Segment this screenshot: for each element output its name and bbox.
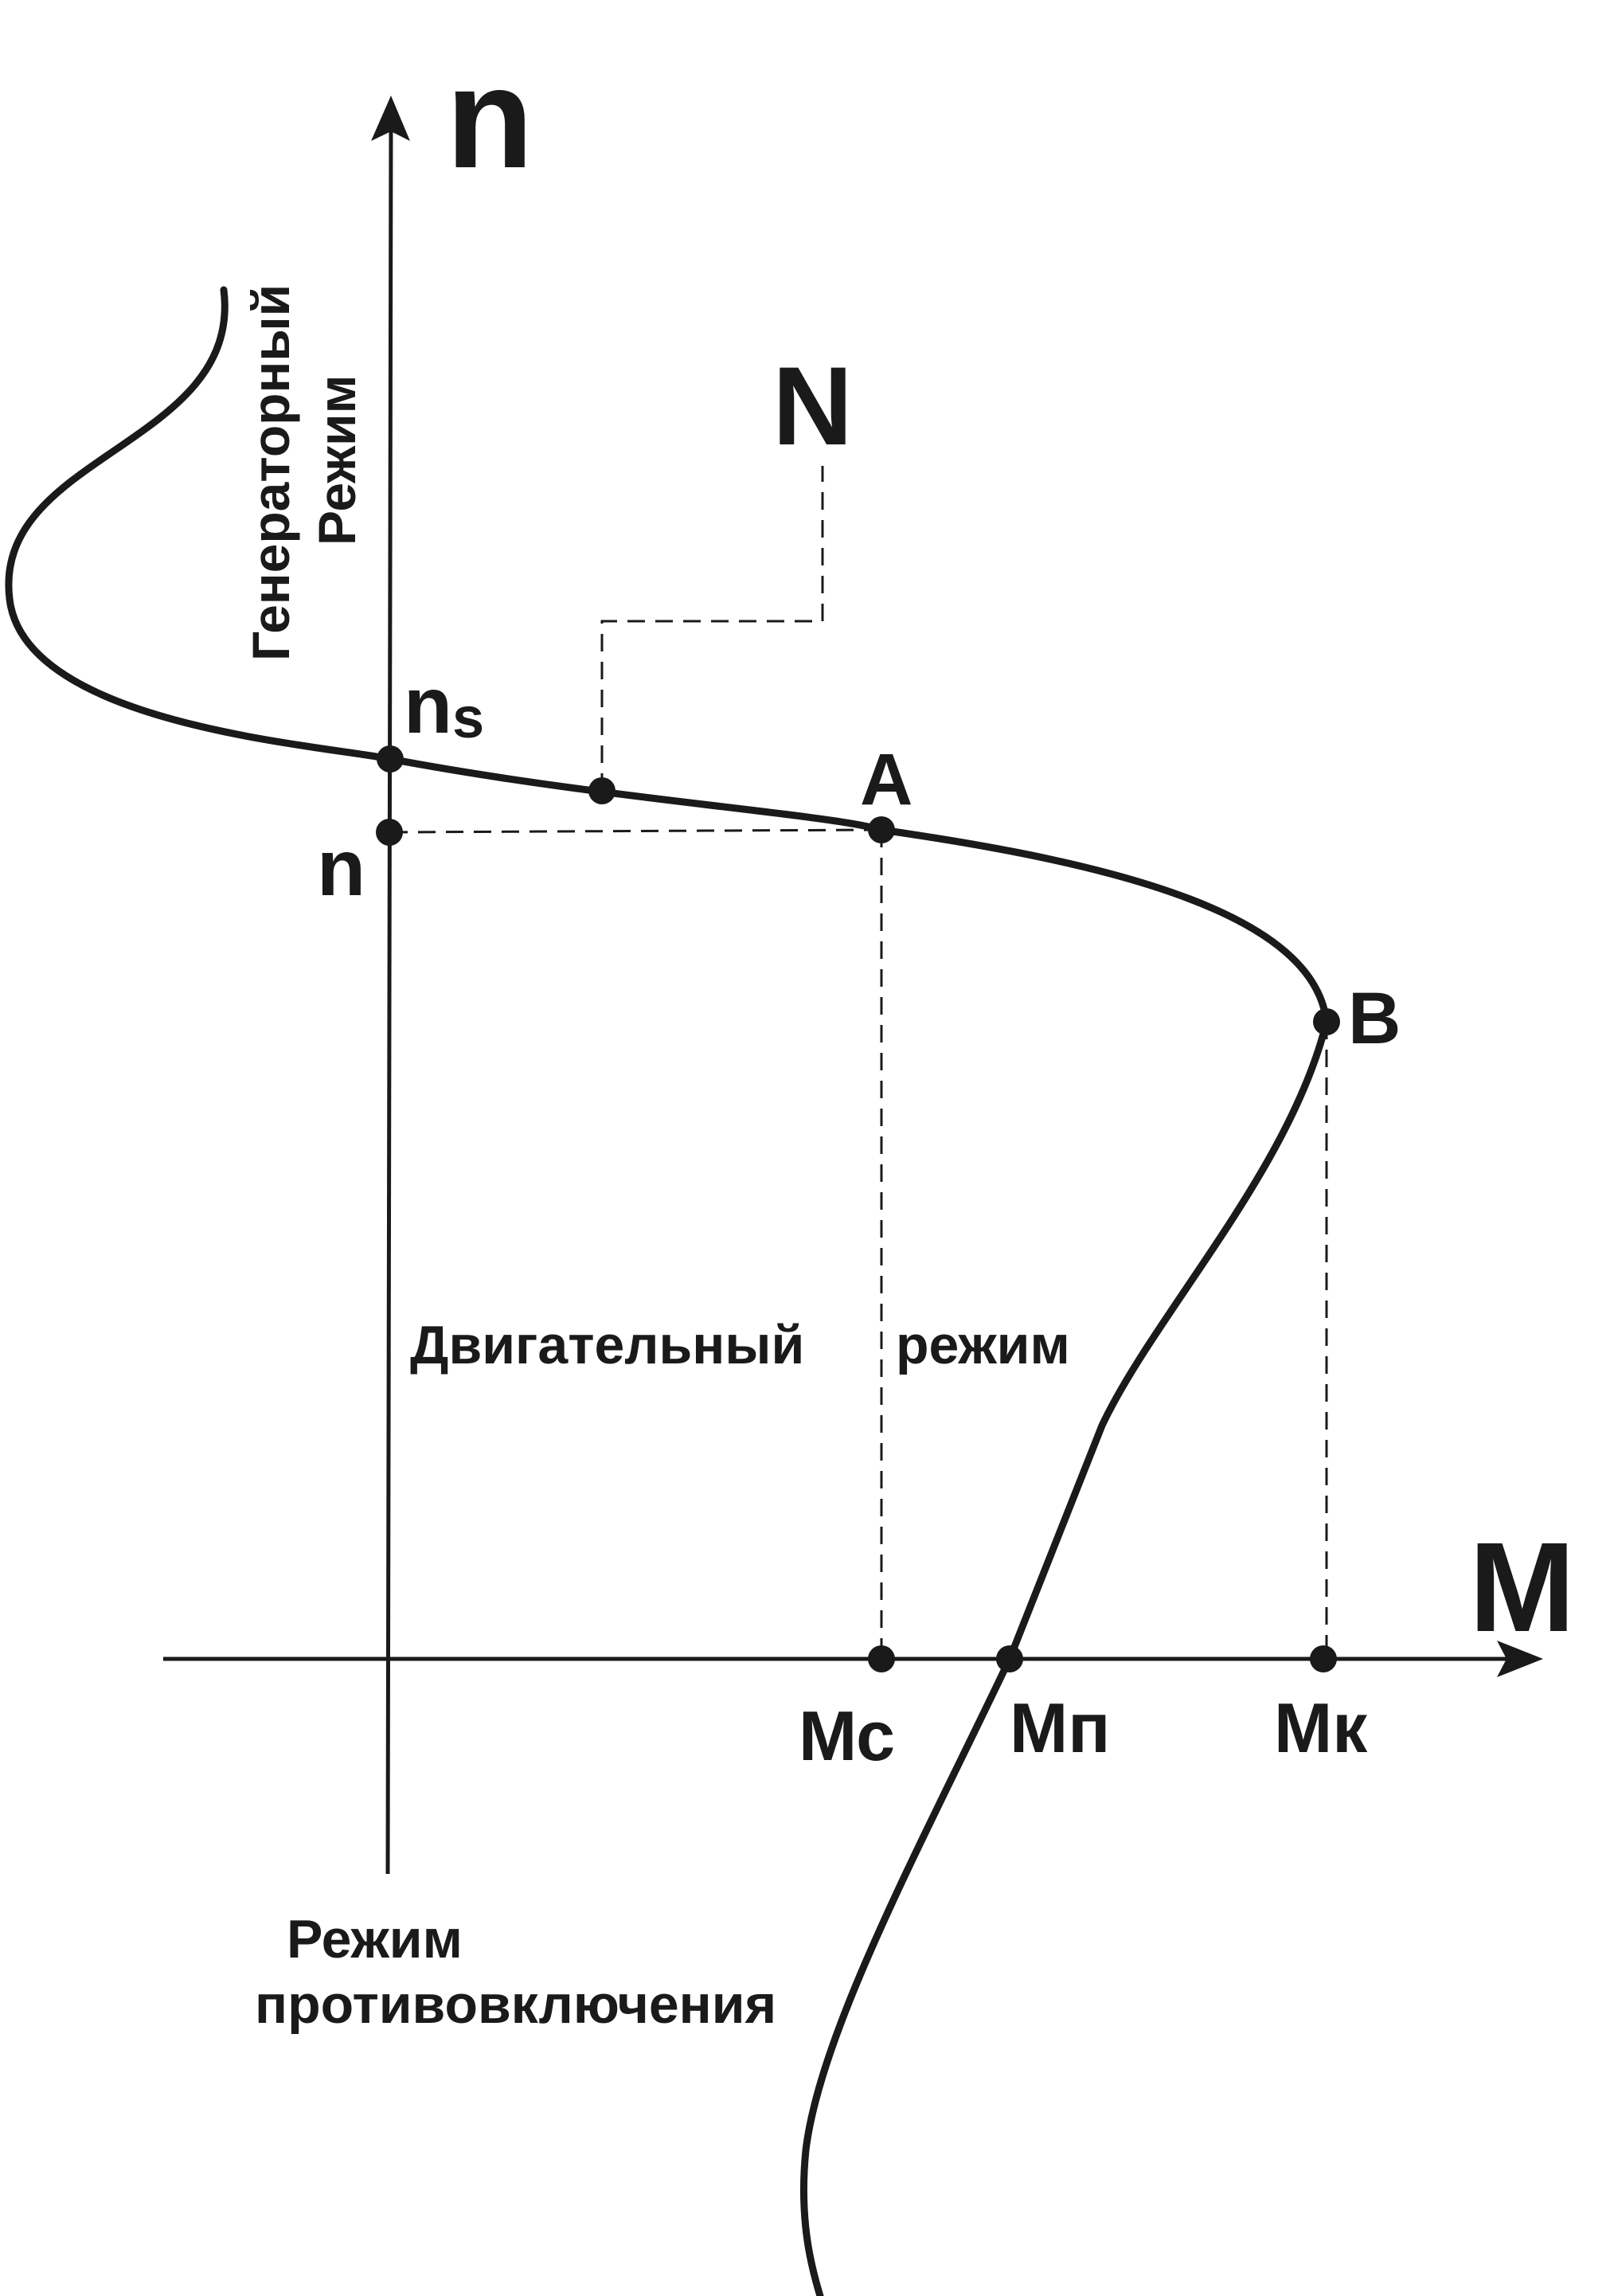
mechanical-characteristic-curve bbox=[5, 286, 1331, 2296]
label-b: B bbox=[1348, 978, 1401, 1059]
label-generator-mode-line1: Генераторный bbox=[241, 284, 300, 661]
point-n-load bbox=[588, 777, 615, 804]
label-n: n bbox=[317, 823, 365, 913]
vertical-axis-label: n bbox=[446, 38, 533, 198]
guide-n-to-a bbox=[389, 828, 882, 834]
label-ns: ns bbox=[404, 661, 484, 750]
label-motor-mode-part1: Двигательный bbox=[410, 1315, 804, 1375]
label-N: N bbox=[772, 343, 853, 468]
vertical-axis-arrow bbox=[371, 96, 410, 141]
point-mp bbox=[996, 1645, 1023, 1672]
label-mk: Мк bbox=[1274, 1688, 1368, 1767]
label-braking-mode-line2: противовключения bbox=[255, 1974, 776, 2035]
label-motor-mode-part2: режим bbox=[896, 1315, 1070, 1375]
label-mp: Мп bbox=[1010, 1688, 1110, 1767]
label-a: A bbox=[860, 739, 912, 820]
point-b bbox=[1313, 1008, 1340, 1035]
point-a bbox=[868, 816, 895, 843]
point-mc bbox=[868, 1645, 895, 1672]
horizontal-axis-label: M bbox=[1469, 1516, 1575, 1658]
point-ns bbox=[377, 745, 404, 773]
vertical-axis-line bbox=[385, 123, 393, 1875]
point-mk bbox=[1310, 1645, 1337, 1672]
points bbox=[376, 745, 1340, 1672]
vertical-axis bbox=[371, 96, 410, 1875]
horizontal-axis bbox=[163, 1641, 1543, 1677]
label-ns-subscript: s bbox=[452, 686, 484, 750]
guide-lines bbox=[389, 466, 1328, 1659]
horizontal-axis-arrow bbox=[1497, 1641, 1543, 1677]
point-n bbox=[376, 819, 403, 846]
label-mc: Мс bbox=[799, 1696, 895, 1775]
label-braking-mode-line1: Режим bbox=[287, 1909, 463, 1969]
label-ns-main: n bbox=[404, 661, 452, 750]
label-generator-mode-line2: Режим bbox=[307, 375, 366, 546]
guide-load-n bbox=[600, 466, 824, 791]
